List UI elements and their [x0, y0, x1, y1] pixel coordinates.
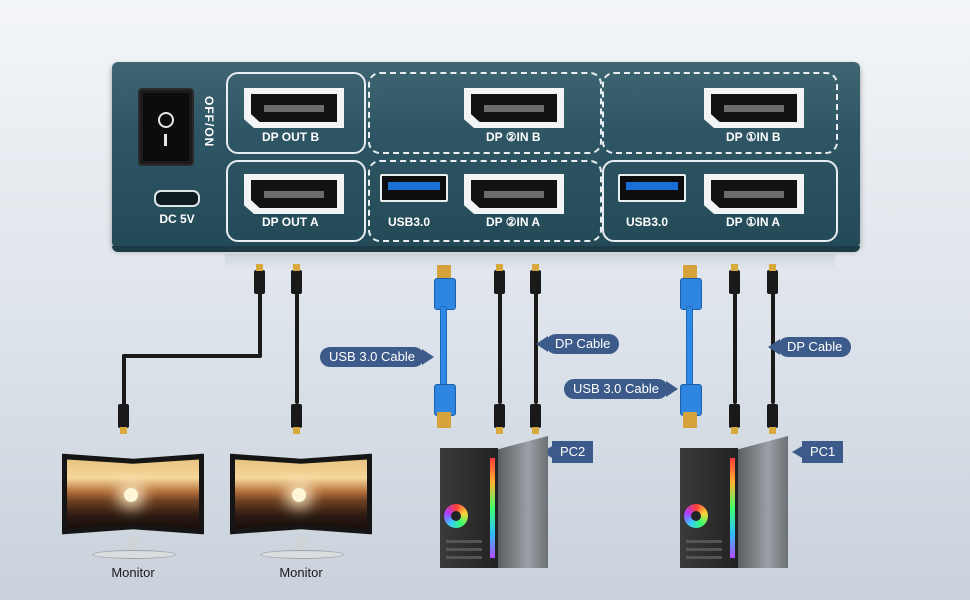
dp1-in-b-label: DP ①IN B: [726, 130, 781, 144]
usb3-port-b-icon: [618, 174, 686, 202]
power-switch[interactable]: [138, 88, 194, 166]
dc-power-label: DC 5V: [159, 212, 195, 226]
power-switch-label: OFF/ON: [202, 96, 216, 148]
dp2-in-b-port-icon: [464, 88, 564, 128]
power-on-icon: [164, 134, 167, 146]
monitor-right-label: Monitor: [279, 565, 323, 580]
pc2-tower-icon: [440, 436, 548, 568]
dp2-in-a-label: DP ②IN A: [486, 215, 541, 229]
pc1-tower-icon: [680, 436, 788, 568]
pc1-port-group-b: [602, 72, 838, 154]
dp-out-b-label: DP OUT B: [262, 130, 320, 144]
dp-out-b-frame: [226, 72, 366, 154]
usb-cable-callout-left: USB 3.0 Cable: [320, 347, 434, 367]
dp-out-a-frame: [226, 160, 366, 242]
usb-cable-callout-right: USB 3.0 Cable: [564, 379, 678, 399]
dp-cable-callout-right: DP Cable: [767, 337, 852, 357]
dp2-in-b-label: DP ②IN B: [486, 130, 541, 144]
dp-out-a-label: DP OUT A: [262, 215, 319, 229]
monitor-left-icon: [62, 452, 204, 564]
dp-cable-callout-left: DP Cable: [535, 334, 620, 354]
device-reflection: [225, 254, 835, 270]
dp1-in-b-port-icon: [704, 88, 804, 128]
dp-out-b-port-icon: [244, 88, 344, 128]
usb3-port-b-label: USB3.0: [626, 215, 669, 229]
dp1-in-a-port-icon: [704, 174, 804, 214]
usb-c-port-icon: [154, 190, 200, 207]
pc2-port-group-a: [368, 160, 602, 242]
usb3-port-a-label: USB3.0: [388, 215, 431, 229]
pc2-label: PC2: [541, 441, 594, 463]
pc1-label: PC1: [791, 441, 844, 463]
monitor-left-label: Monitor: [111, 565, 155, 580]
kvm-switch-device: OFF/ON DC 5V DP OUT B DP ②IN B DP ①IN B …: [112, 62, 860, 252]
dp-out-a-port-icon: [244, 174, 344, 214]
pc2-port-group-b: [368, 72, 602, 154]
monitor-right-icon: [230, 452, 372, 564]
power-off-icon: [158, 112, 174, 128]
dp1-in-a-label: DP ①IN A: [726, 215, 781, 229]
dp2-in-a-port-icon: [464, 174, 564, 214]
pc1-port-group-a: [602, 160, 838, 242]
usb3-port-a-icon: [380, 174, 448, 202]
